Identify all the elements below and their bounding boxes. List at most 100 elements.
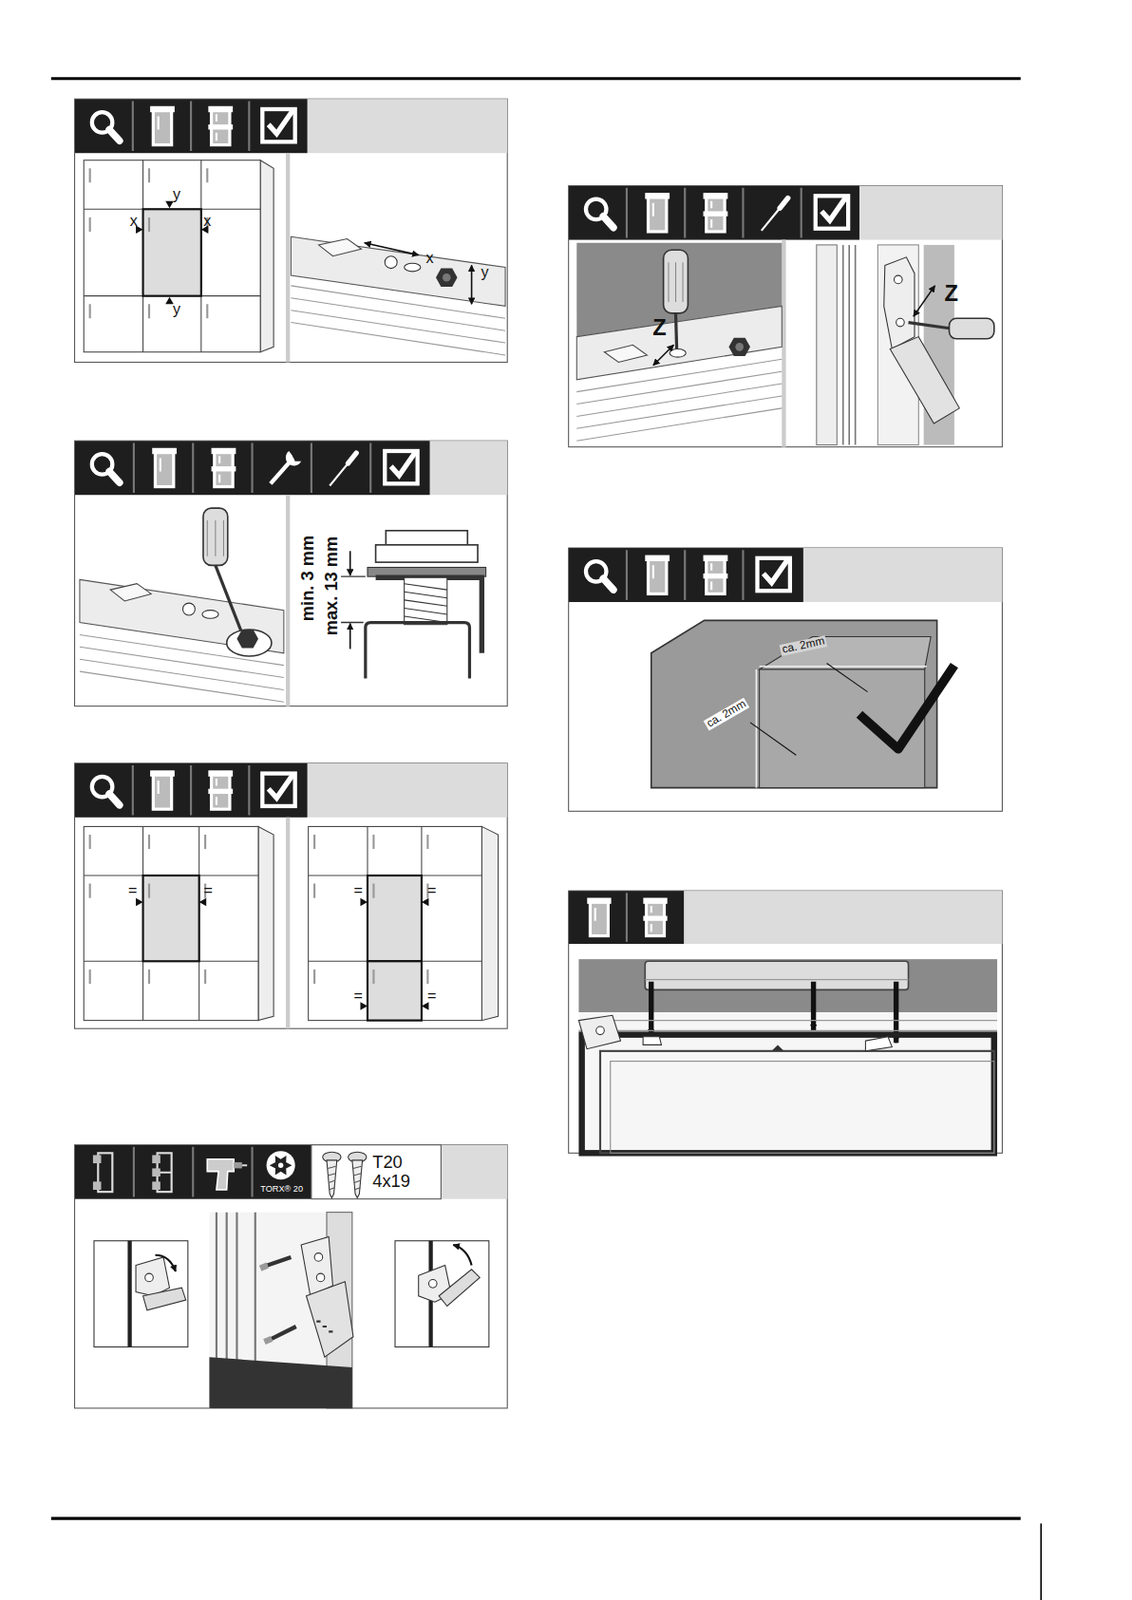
panel-height-adjust <box>215 565 242 631</box>
panel-cover-fit <box>578 1015 621 1049</box>
panel-hinge-cover <box>266 1150 296 1180</box>
equal-sign: = <box>354 882 363 898</box>
panel-depth-adjust <box>815 195 849 228</box>
panel-alignment-xy <box>150 106 175 146</box>
panel-centering <box>92 776 120 806</box>
panel-cover-fit <box>642 898 667 937</box>
panel-depth-adjust <box>603 344 647 362</box>
panel-gap-check <box>759 669 925 789</box>
panel-alignment-xy <box>404 263 421 272</box>
panel-hinge-cover <box>145 1273 154 1283</box>
panel-height-adjust <box>133 442 371 493</box>
panel-hinge-cover <box>278 1163 283 1169</box>
panel-height-adjust <box>404 577 448 624</box>
panel-gap-check <box>568 547 804 603</box>
panel-hinge-cover <box>93 1152 113 1192</box>
axis-label: Z <box>652 317 666 340</box>
axis-label: y <box>172 186 181 202</box>
panel-alignment-xy <box>384 256 397 269</box>
panel-height-adjust <box>75 440 509 495</box>
screw-icon <box>322 1151 367 1198</box>
panel-alignment-xy <box>442 273 452 283</box>
panel-hinge-cover <box>395 1241 490 1348</box>
panel-alignment-xy <box>75 98 509 362</box>
panel-alignment-xy <box>132 100 250 151</box>
panel-height-adjust <box>384 451 417 484</box>
panel-cover-fit <box>568 890 1003 1153</box>
panel-height-adjust <box>226 629 272 657</box>
panel-centering <box>359 898 429 1011</box>
panel-gap-check <box>859 665 955 750</box>
panel-alignment-xy <box>364 243 419 256</box>
panel-depth-adjust <box>893 275 903 284</box>
equal-sign: = <box>427 987 436 1003</box>
panel-depth-adjust <box>585 199 614 228</box>
panel-cover-fit <box>644 961 908 990</box>
panel-depth-adjust <box>781 240 786 448</box>
panel-height-adjust <box>211 448 237 488</box>
panel-height-adjust <box>151 448 177 488</box>
panel-depth-adjust <box>663 249 689 314</box>
panel-height-adjust <box>285 494 290 706</box>
panel-centering <box>75 763 509 818</box>
panel-height-adjust <box>349 550 352 576</box>
panel-hinge-cover <box>452 1245 472 1265</box>
panel-height-adjust <box>110 584 151 602</box>
panel-depth-adjust <box>761 197 789 230</box>
panel-cover-fit <box>578 959 998 1013</box>
panel-depth-adjust <box>626 188 802 239</box>
panel-alignment-xy <box>285 152 290 362</box>
page-rules <box>51 76 1021 80</box>
panel-alignment-xy <box>471 264 473 304</box>
panel-cover-fit <box>582 1035 995 1154</box>
panel-gap-check <box>755 669 758 789</box>
panel-centering <box>132 765 250 816</box>
panel-centering <box>367 961 422 1020</box>
panel-centering <box>150 770 175 810</box>
panel-cover-fit <box>568 890 1003 1153</box>
tool-label: TORX® 20 <box>260 1186 303 1195</box>
panel-depth-adjust <box>576 305 782 379</box>
panel-alignment-xy <box>75 98 509 153</box>
panel-hinge-cover <box>438 1269 480 1307</box>
panel-depth-adjust <box>913 285 936 317</box>
gap-label: ca. 2mm <box>703 698 751 732</box>
panel-hinge-cover <box>75 1145 509 1409</box>
screw-icon <box>327 1166 337 1190</box>
axis-label: x <box>130 212 138 228</box>
panel-gap-check <box>759 665 927 668</box>
panel-depth-adjust <box>576 358 782 441</box>
panel-cover-fit <box>568 890 684 944</box>
panel-depth-adjust <box>644 192 670 232</box>
panel-alignment-xy <box>135 201 208 305</box>
panel-depth-adjust <box>788 245 999 446</box>
screw-icon <box>326 1160 338 1199</box>
panel-height-adjust <box>75 440 509 706</box>
panel-centering <box>90 834 206 984</box>
panel-height-adjust <box>404 584 448 623</box>
panel-depth-adjust <box>949 318 995 339</box>
equal-sign: = <box>128 882 137 898</box>
panel-hinge-cover <box>94 1241 189 1348</box>
panel-cover-fit <box>644 979 908 981</box>
panel-centering <box>83 826 259 1020</box>
panel-alignment-xy <box>90 168 208 319</box>
panel-centering <box>83 826 259 1020</box>
panel-centering <box>207 770 233 810</box>
panel-cover-fit <box>772 1044 785 1051</box>
panel-alignment-xy <box>207 106 233 146</box>
panel-hinge-cover <box>267 1257 297 1340</box>
panel-cover-fit <box>600 1051 995 1153</box>
panel-hinge-cover <box>75 1145 312 1200</box>
page-rules <box>51 1516 1021 1520</box>
panel-depth-adjust <box>703 192 729 232</box>
panel-alignment-xy <box>435 268 458 287</box>
panel-height-adjust <box>75 440 431 495</box>
panel-cover-fit <box>578 1020 998 1032</box>
panel-centering <box>308 826 483 1020</box>
panel-cover-fit <box>625 892 628 943</box>
dimension-label: max. 13 mm <box>322 536 340 637</box>
panel-gap-check <box>827 663 868 693</box>
panel-cover-fit <box>865 1037 892 1052</box>
